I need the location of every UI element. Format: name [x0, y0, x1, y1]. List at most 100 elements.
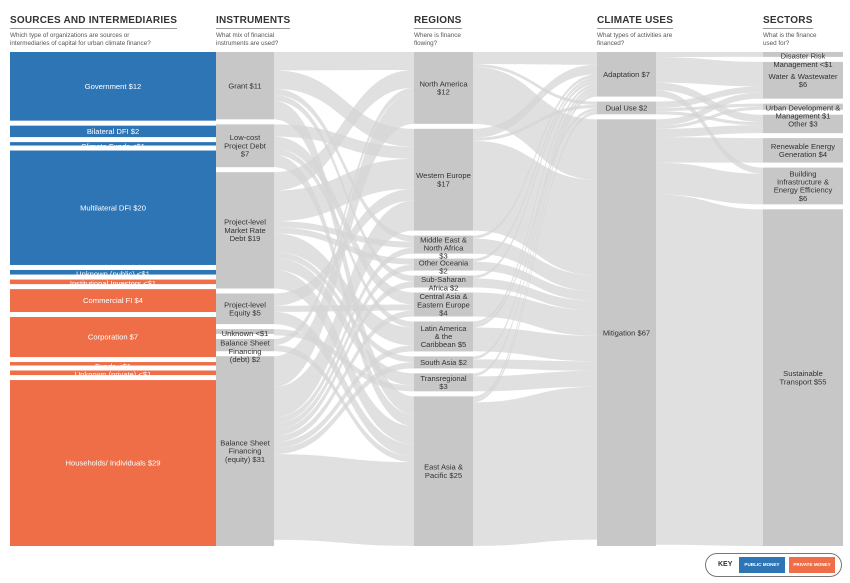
- node-dual: [597, 101, 656, 115]
- column-title-uses: CLIMATE USES: [597, 15, 674, 29]
- flow-na-dual: [473, 63, 597, 105]
- flow-tr-adapt: [473, 90, 597, 377]
- node-label-mdfi: Multilateral DFI $20: [80, 203, 146, 212]
- column-title-sources: SOURCES AND INTERMEDIARIES: [10, 15, 178, 29]
- node-label-upub: Unknown (public) <$1: [76, 270, 150, 279]
- node-hh: [10, 380, 216, 546]
- node-funds: [10, 362, 216, 366]
- flow-pmrd-lac: [274, 233, 414, 346]
- node-unk: [216, 329, 274, 334]
- flow-lac-dual: [473, 107, 597, 328]
- flow-grant-mena: [274, 88, 414, 242]
- node-oo: [414, 258, 473, 271]
- node-lac: [414, 321, 473, 352]
- node-eap: [414, 396, 473, 546]
- column-header-uses: CLIMATE USES What types of activities ar…: [597, 10, 757, 48]
- flow-ssa-mitig: [473, 278, 597, 311]
- flow-eap-mitig: [473, 386, 597, 546]
- legend-key-label: KEY: [718, 561, 733, 568]
- flow-oo-mitig: [473, 261, 597, 301]
- flow-we-mitig: [473, 140, 597, 276]
- node-label-corp: Corporation $7: [88, 333, 138, 342]
- node-lcpd: [216, 124, 274, 168]
- flow-bse-we: [274, 200, 414, 418]
- flow-bse-ssa: [274, 281, 414, 436]
- flow-dual-water: [656, 86, 763, 108]
- node-label-na: North America$12: [419, 79, 468, 96]
- flow-mitig-st: [656, 194, 763, 546]
- node-bse: [216, 356, 274, 546]
- node-label-eap: East Asia &Pacific $25: [424, 463, 463, 480]
- links-layer: [274, 52, 763, 546]
- flow-mena-adapt: [473, 74, 597, 239]
- flow-bsd-eap: [274, 345, 414, 463]
- flow-bse-na: [274, 93, 414, 387]
- column-subtitle-sources: Which type of organizations are sources …: [10, 32, 151, 47]
- node-tr: [414, 373, 473, 392]
- flow-lac-adapt: [473, 83, 597, 325]
- flow-adapt-other: [656, 82, 763, 123]
- flow-bse-sa: [274, 362, 414, 455]
- node-st: [763, 209, 843, 547]
- node-peq: [216, 293, 274, 325]
- column-subtitle-sectors: What is the finance used for?: [763, 32, 817, 47]
- node-bdfi: [10, 125, 216, 138]
- column-title-regions: REGIONS: [414, 15, 462, 29]
- node-sa: [414, 356, 473, 369]
- flow-na-adapt: [473, 52, 597, 65]
- column-subtitle-uses: What types of activities are financed?: [597, 32, 673, 47]
- flow-mitig-water: [656, 92, 763, 126]
- node-label-inst: Institutional Investors <$1: [70, 279, 156, 288]
- node-label-hh: Households/ Individuals $29: [66, 459, 161, 468]
- legend-private-money: PRIVATE MONEY: [789, 557, 835, 573]
- node-label-udm: Urban Development &Management $1: [766, 103, 841, 120]
- flow-mitig-reg: [656, 137, 763, 163]
- node-label-upriv: Unknown (private) <$1: [75, 370, 152, 379]
- flow-sa-mitig: [473, 359, 597, 371]
- flow-adapt-water: [656, 57, 763, 87]
- node-gov: [10, 52, 216, 121]
- node-na: [414, 52, 473, 124]
- node-label-cae: Central Asia &Eastern Europe$4: [417, 292, 470, 317]
- flow-lac-mitig: [473, 327, 597, 362]
- flow-bse-mena: [274, 247, 414, 424]
- node-we: [414, 128, 473, 231]
- node-cf: [10, 142, 216, 146]
- node-cae: [414, 292, 473, 317]
- node-label-funds: Funds <$1: [95, 362, 131, 371]
- node-ssa: [414, 275, 473, 288]
- column-subtitle-regions: Where is finance flowing?: [414, 32, 461, 47]
- flow-pmrd-we: [274, 158, 414, 222]
- flow-mitig-bie: [656, 162, 763, 205]
- flow-peq-eap: [274, 311, 414, 457]
- node-water: [763, 61, 843, 99]
- flow-bse-cae: [274, 310, 414, 442]
- flow-oo-adapt: [473, 77, 597, 262]
- node-label-grant: Grant $11: [228, 81, 261, 90]
- legend-public-money: PUBLIC MONEY: [739, 557, 785, 573]
- node-bie: [763, 167, 843, 205]
- column-header-sources: SOURCES AND INTERMEDIARIES Which type of…: [10, 10, 210, 48]
- flow-eap-dual: [473, 111, 597, 403]
- flow-ssa-adapt: [473, 80, 597, 279]
- column-header-instruments: INSTRUMENTS What mix of financial instru…: [216, 10, 376, 48]
- flow-lcpd-cae: [274, 136, 414, 305]
- node-label-water: Water & Wastewater$6: [768, 72, 838, 89]
- node-label-oo: Other Oceania$2: [419, 258, 469, 275]
- node-reg: [763, 138, 843, 163]
- flow-pmrd-na: [274, 69, 414, 191]
- column-subtitle-instruments: What mix of financial instruments are us…: [216, 32, 279, 47]
- flow-bse-eap: [274, 454, 414, 546]
- node-pmrd: [216, 172, 274, 289]
- node-drm: [763, 52, 843, 57]
- node-grant: [216, 52, 274, 120]
- flow-sa-adapt: [473, 87, 597, 360]
